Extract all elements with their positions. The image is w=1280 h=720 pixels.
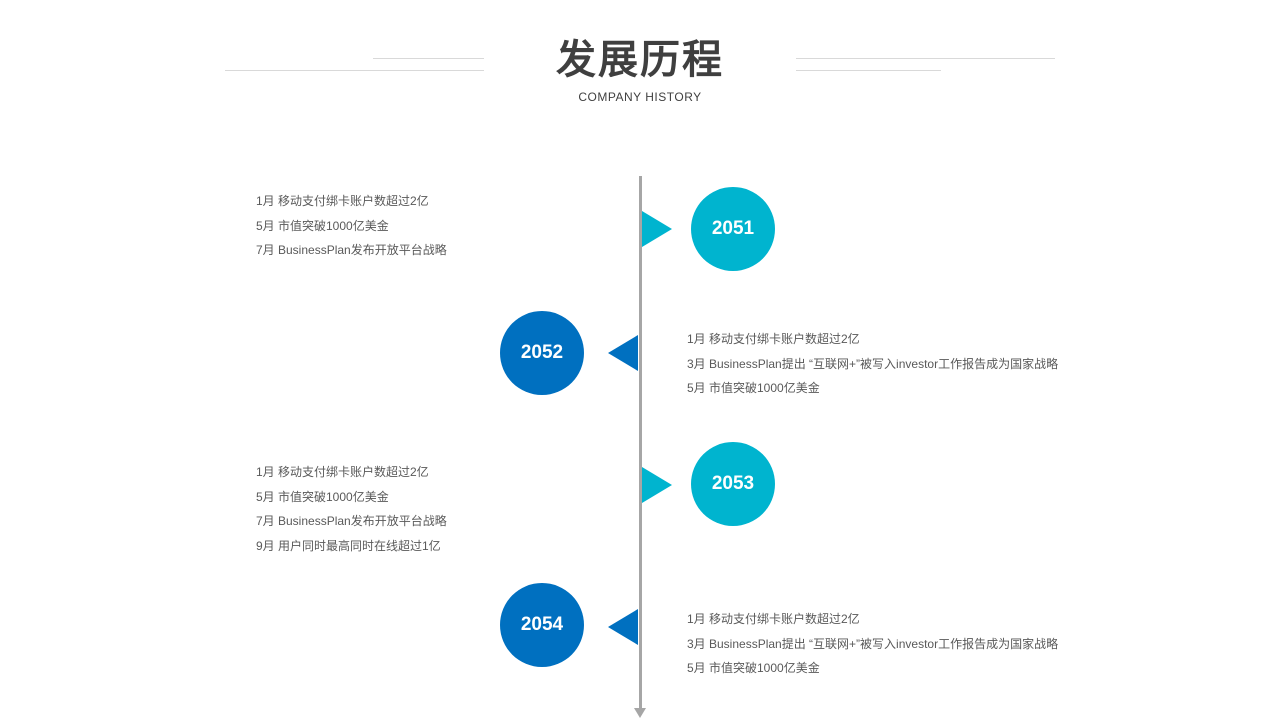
year-circle-2052: 2052: [500, 311, 584, 395]
list-item: 9月 用户同时最高同时在线超过1亿: [256, 538, 441, 553]
title-divider-right-short: [796, 70, 941, 71]
list-item: 5月 市值突破1000亿美金: [687, 381, 820, 395]
year-circle-2051: 2051: [691, 187, 775, 271]
list-item: 5月 市值突破1000亿美金: [687, 661, 820, 675]
pointer-arrow-left-icon: [608, 609, 638, 645]
year-circle-2054: 2054: [500, 583, 584, 667]
list-item: 3月 BusinessPlan提出 “互联网+”被写入investor工作报告成…: [687, 356, 1059, 371]
list-item: 3月 BusinessPlan提出 “互联网+”被写入investor工作报告成…: [687, 636, 1059, 651]
title-divider-right-long: [796, 58, 1055, 59]
pointer-arrow-right-icon: [642, 467, 672, 503]
list-item: 1月 移动支付绑卡账户数超过2亿: [256, 194, 429, 208]
list-item: 7月 BusinessPlan发布开放平台战略: [256, 514, 447, 528]
page-title: 发展历程: [556, 37, 724, 83]
timeline-axis: [639, 176, 642, 710]
list-item: 1月 移动支付绑卡账户数超过2亿: [687, 332, 860, 346]
timeline-arrow-down-icon: [634, 708, 646, 718]
title-divider-left-long: [225, 70, 484, 71]
pointer-arrow-right-icon: [642, 211, 672, 247]
year-circle-2053: 2053: [691, 442, 775, 526]
list-item: 1月 移动支付绑卡账户数超过2亿: [687, 612, 860, 626]
list-item: 7月 BusinessPlan发布开放平台战略: [256, 243, 447, 257]
pointer-arrow-left-icon: [608, 335, 638, 371]
milestone-list-2053: 1月 移动支付绑卡账户数超过2亿 5月 市值突破1000亿美金 7月 Busin…: [256, 460, 447, 558]
page-subtitle: COMPANY HISTORY: [578, 90, 702, 104]
list-item: 5月 市值突破1000亿美金: [256, 489, 389, 504]
milestone-list-2051: 1月 移动支付绑卡账户数超过2亿 5月 市值突破1000亿美金 7月 Busin…: [256, 189, 447, 263]
milestone-list-2054: 1月 移动支付绑卡账户数超过2亿 3月 BusinessPlan提出 “互联网+…: [687, 607, 1058, 681]
list-item: 5月 市值突破1000亿美金: [256, 218, 389, 233]
title-divider-left-short: [373, 58, 484, 59]
list-item: 1月 移动支付绑卡账户数超过2亿: [256, 465, 429, 479]
milestone-list-2052: 1月 移动支付绑卡账户数超过2亿 3月 BusinessPlan提出 “互联网+…: [687, 327, 1058, 401]
